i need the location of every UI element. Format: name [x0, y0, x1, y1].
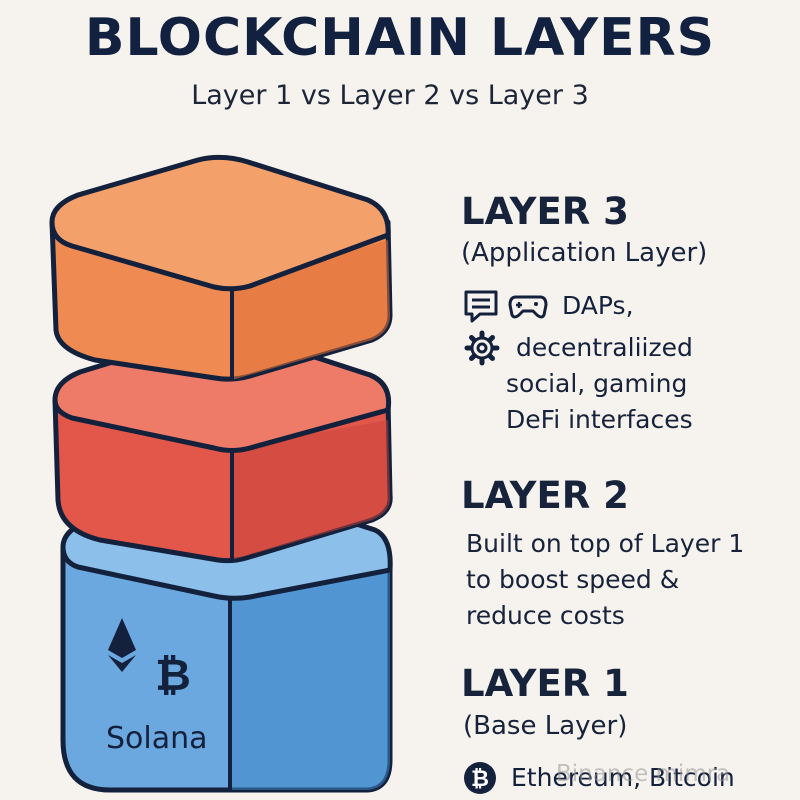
layer-1-line-1: Ethereum, Bitcoin [511, 763, 735, 792]
layer-2-heading: LAYER 2 [461, 474, 629, 517]
layer-3-subheading: (Application Layer) [461, 238, 708, 268]
layer-2-line-3: reduce costs [466, 601, 625, 630]
layer-3-block [49, 154, 393, 382]
layer-3-line-2: decentraliized [516, 333, 693, 362]
layer-3-line-1: DAPs, [562, 291, 634, 320]
layer-3-line-3: social, gaming [506, 369, 688, 398]
chat-icon [464, 290, 498, 323]
ethereum-icon [108, 618, 136, 672]
layer-1-heading: LAYER 1 [461, 662, 629, 705]
gear-icon [464, 330, 500, 366]
layer-3-heading: LAYER 3 [461, 190, 629, 233]
page-title: BLOCKCHAIN LAYERS [84, 8, 716, 68]
watermark: Binance mimra [556, 761, 731, 787]
svg-text:₿: ₿ [471, 767, 489, 792]
bitcoin-icon: ₿ [155, 650, 191, 701]
layer-3-line-4: DeFi interfaces [506, 405, 693, 434]
bitcoin-icon: ₿ [464, 762, 496, 794]
page-subtitle: Layer 1 vs Layer 2 vs Layer 3 [191, 80, 589, 111]
layer-3-top [49, 154, 391, 292]
layer-2-line-2: to boost speed & [466, 565, 680, 594]
layer-1-subheading: (Base Layer) [463, 711, 628, 741]
layer-2-line-1: Built on top of Layer 1 [466, 529, 745, 558]
block-label-solana: Solana [106, 721, 208, 756]
gamepad-icon [508, 295, 548, 319]
